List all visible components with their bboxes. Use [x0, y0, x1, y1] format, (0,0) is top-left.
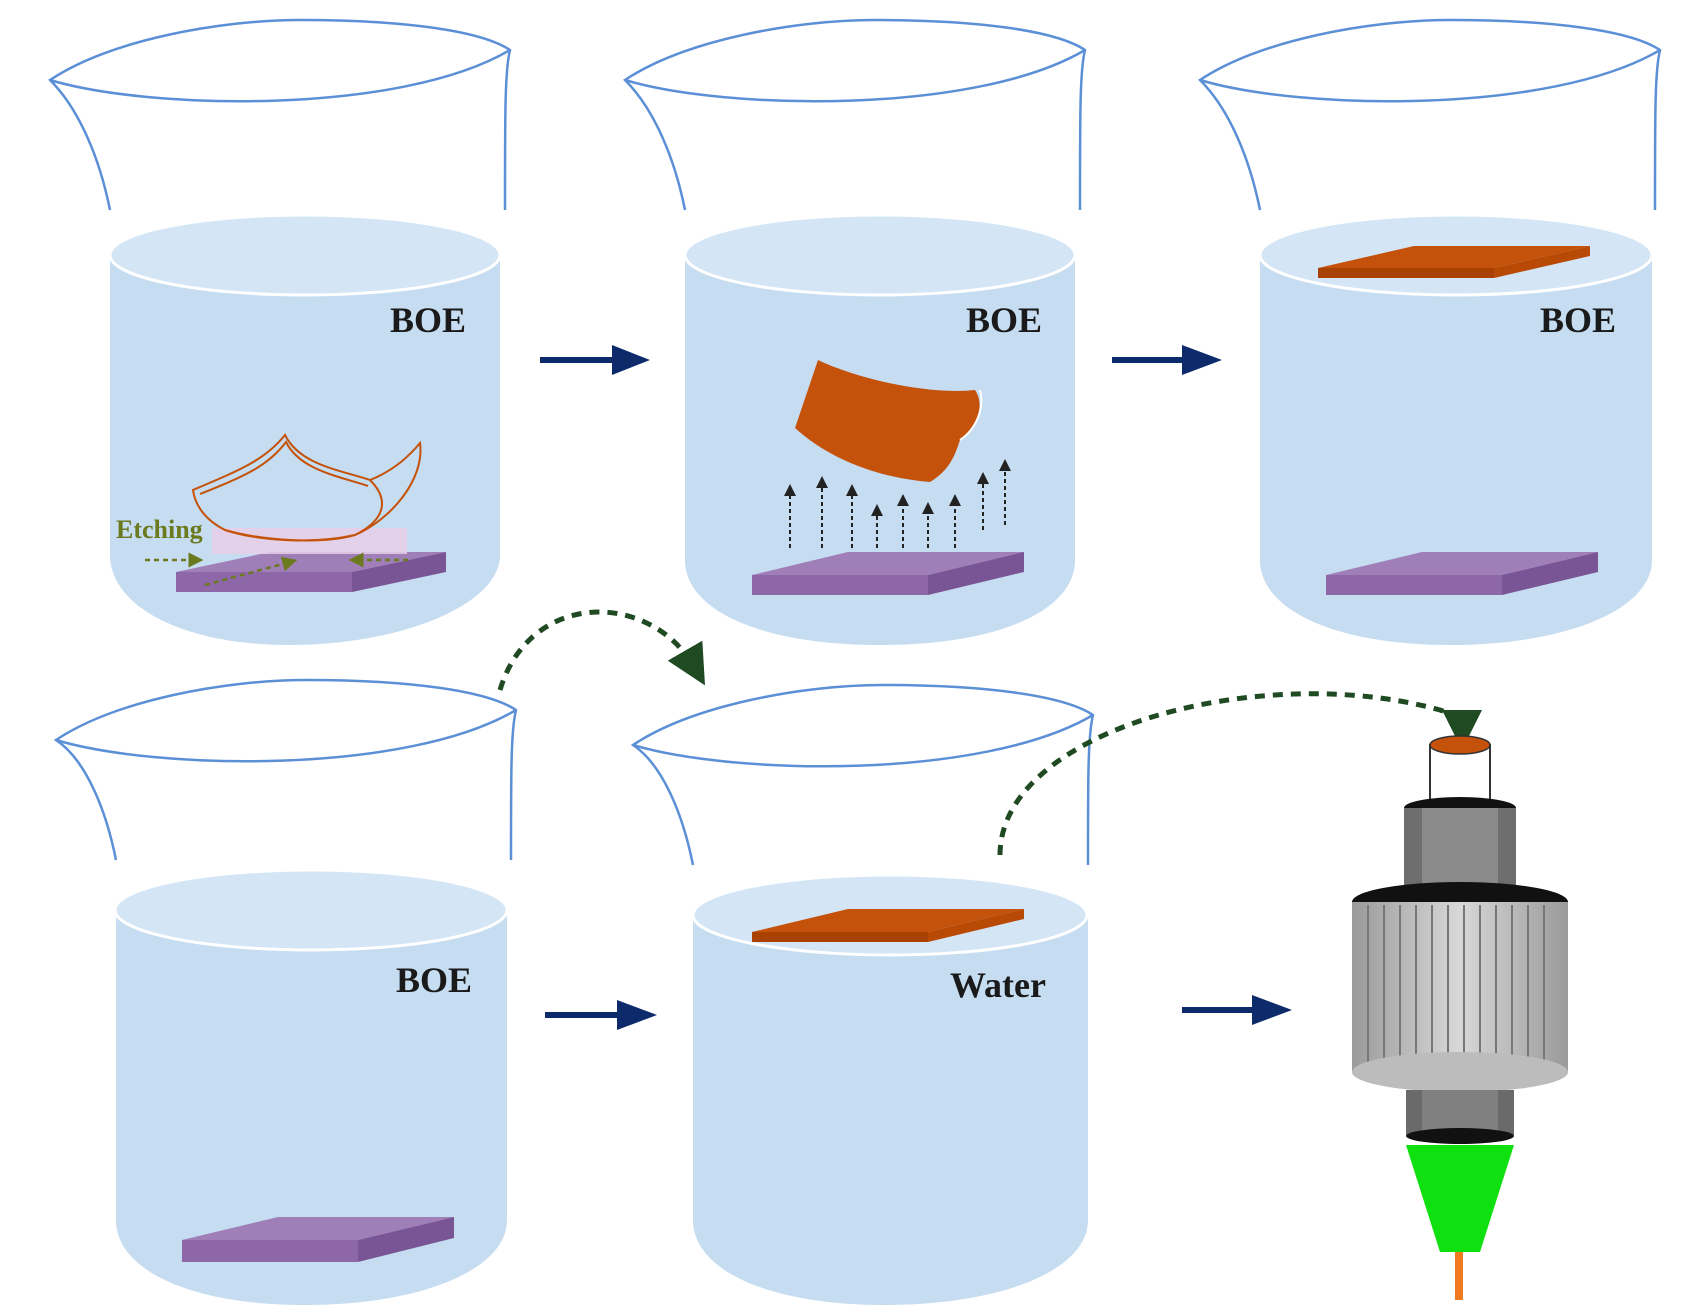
graphene-film-icon	[1318, 246, 1590, 278]
beaker-icon	[53, 678, 518, 1305]
right-arrow-icon	[545, 1000, 657, 1030]
step-5-liquid-label: Water	[950, 965, 1046, 1005]
curved-dashed-arrow-icon	[497, 609, 706, 691]
step-3-beaker: BOE	[1198, 18, 1662, 645]
step-2-beaker: BOE	[623, 18, 1087, 645]
connector-boot	[1406, 1145, 1514, 1252]
graphene-film-icon	[191, 433, 422, 542]
substrate-icon	[1326, 552, 1598, 595]
step-3-liquid-label: BOE	[1540, 300, 1616, 340]
graphene-film-icon	[795, 360, 983, 482]
lift-arrows	[784, 459, 1011, 548]
right-arrow-icon	[1182, 995, 1292, 1025]
film-on-fiber-tip	[1429, 735, 1491, 755]
fiber-connector-icon	[1352, 735, 1568, 1300]
right-arrow-icon	[1112, 345, 1222, 375]
step-5-beaker: Water	[630, 683, 1095, 1305]
step-1-beaker: BOE Etching	[48, 18, 512, 645]
right-arrow-icon	[540, 345, 650, 375]
etching-label: Etching	[116, 515, 203, 544]
etch-arrow-center	[204, 556, 298, 587]
substrate-icon	[182, 1217, 454, 1262]
curved-dashed-arrow-icon	[997, 691, 1482, 856]
graphene-film-icon	[752, 909, 1024, 942]
fiber-core	[1455, 1252, 1463, 1300]
step-4-beaker: BOE	[53, 678, 518, 1305]
step-2-liquid-label: BOE	[966, 300, 1042, 340]
step-4-liquid-label: BOE	[396, 960, 472, 1000]
substrate-icon	[752, 552, 1024, 595]
substrate-icon	[176, 552, 446, 592]
step-1-liquid-label: BOE	[390, 300, 466, 340]
